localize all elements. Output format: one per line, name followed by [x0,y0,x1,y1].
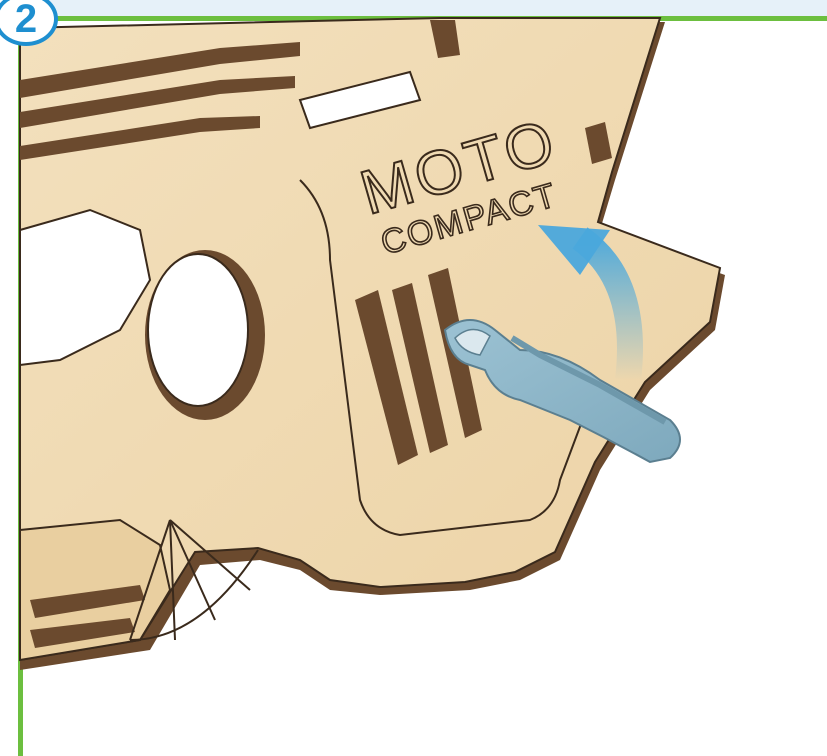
assembly-illustration: MOTO COMPACT [0,0,827,738]
instruction-panel: MOTO COMPACT 2 [0,0,827,738]
wood-part-face [20,18,720,660]
